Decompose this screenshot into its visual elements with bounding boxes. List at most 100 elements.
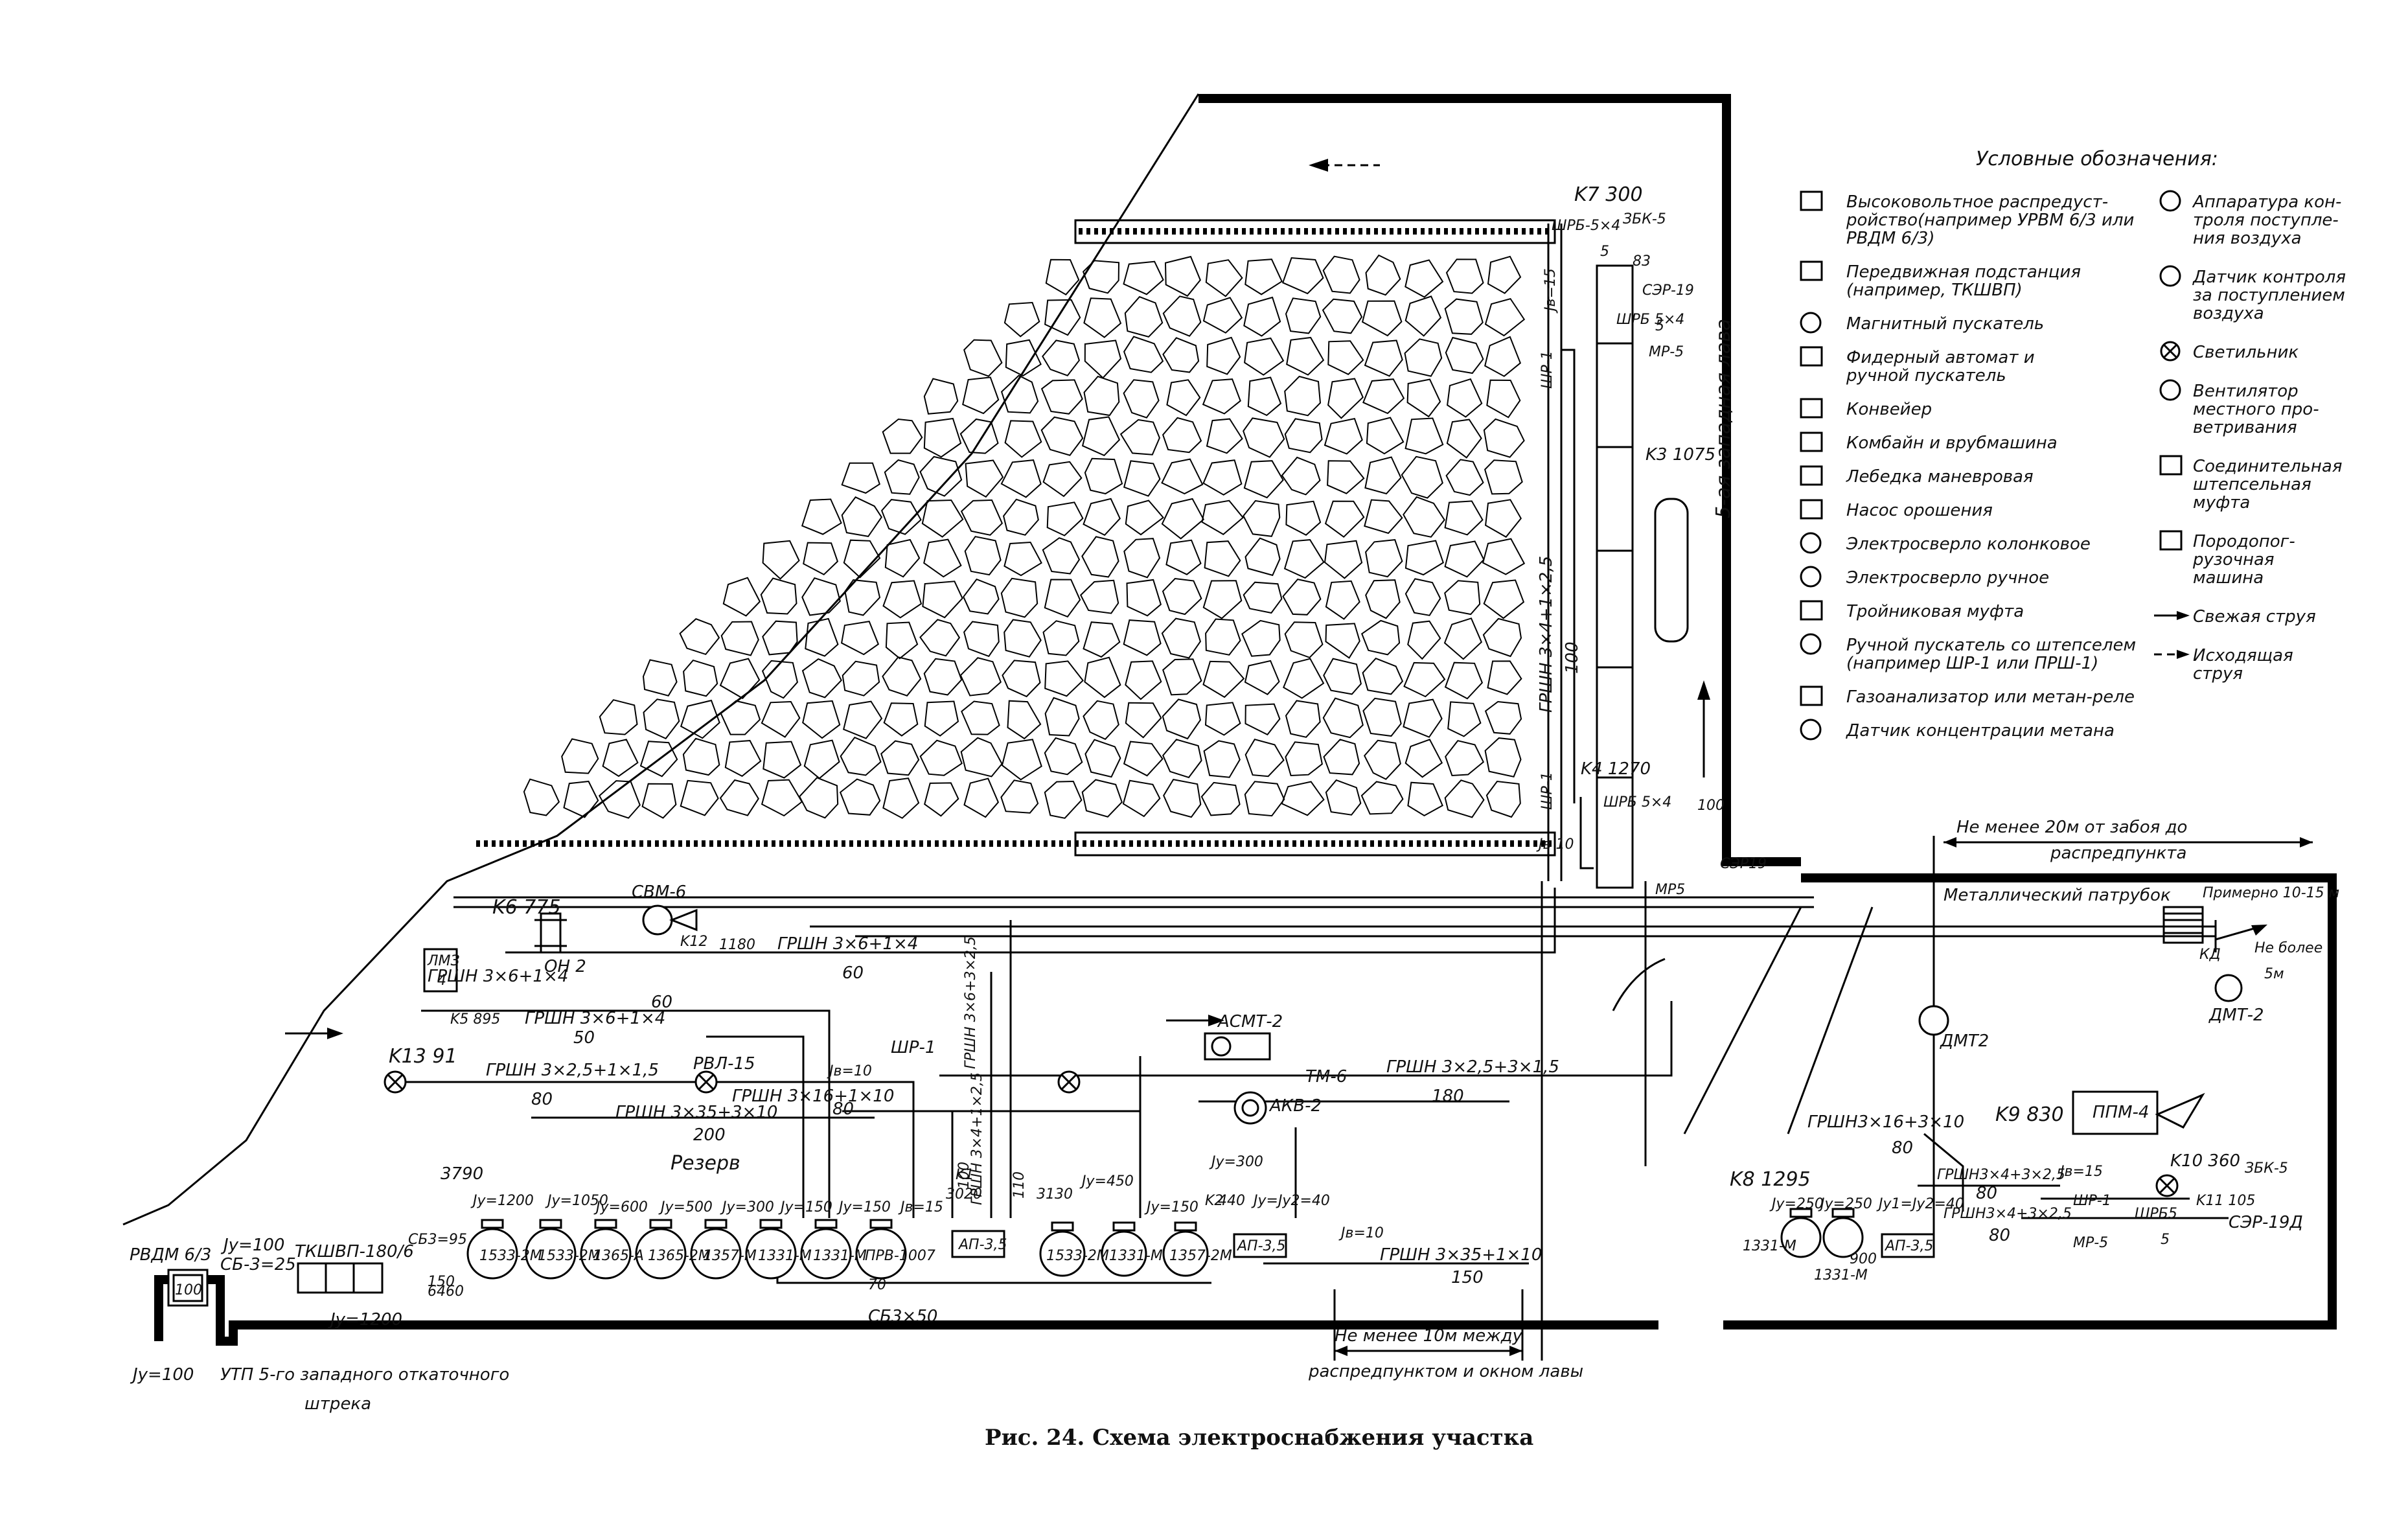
rock-cell xyxy=(1365,254,1401,296)
rock-cell xyxy=(1202,580,1243,619)
rock-cell xyxy=(1323,658,1362,695)
rock-cell xyxy=(1044,737,1083,776)
local-fan-icon xyxy=(2159,379,2181,401)
legend-text: Аппаратура кон- xyxy=(2192,192,2341,212)
rock-cell xyxy=(1162,417,1202,454)
dmt-sensors xyxy=(1918,974,2243,1036)
label-lmz4: 4 xyxy=(437,973,446,989)
rock-cell xyxy=(1444,580,1481,616)
legend-text: муфта xyxy=(2193,493,2250,512)
label-sar19: СЭР-19 xyxy=(1642,282,1694,299)
rock-cell xyxy=(1243,460,1284,499)
label-ap35-c: АП-3,5 xyxy=(1884,1238,1934,1254)
legend-text: ройство(например УРВМ 6/3 или xyxy=(1846,211,2134,230)
fresh-air-arrow xyxy=(1697,680,1710,777)
rock-cell xyxy=(1044,579,1081,618)
rock-cell xyxy=(1244,537,1281,577)
rock-cell xyxy=(1162,577,1202,616)
label-k13: K13 91 xyxy=(389,1045,457,1068)
rock-cell xyxy=(719,779,759,816)
rock-cell xyxy=(805,617,839,657)
rock-cell xyxy=(1284,418,1323,454)
rock-cell xyxy=(844,579,881,616)
rock-cell xyxy=(1243,581,1283,614)
label-k9: K9 830 xyxy=(1995,1103,2064,1126)
label-n80a: 80 xyxy=(531,1090,553,1109)
label-dist1: Не менее 10м между xyxy=(1335,1326,1523,1346)
label-tkshvp: ТКШВП-180/6 xyxy=(295,1242,414,1261)
rock-cell xyxy=(1361,300,1403,337)
rock-cell xyxy=(1404,338,1443,377)
ap35-box-c xyxy=(1881,1233,1935,1258)
winch-icon xyxy=(1800,465,1823,486)
label-rvdm: РВДМ 6/3 xyxy=(130,1245,211,1265)
rock-cell xyxy=(1082,260,1120,294)
legend: Условные обозначения: Высоковольтное рас… xyxy=(1800,148,2346,741)
label-akv: АКВ-2 xyxy=(1268,1096,1322,1116)
rock-cell xyxy=(1001,739,1042,781)
legend-text: Исходящая xyxy=(2193,646,2293,665)
rock-cell xyxy=(1123,619,1162,656)
rock-cell xyxy=(1244,703,1281,736)
rock-cell xyxy=(924,700,959,737)
rock-loader-icon xyxy=(2159,530,2183,551)
rock-cell xyxy=(880,499,922,535)
plug-coupling-icon xyxy=(2159,455,2183,476)
metal-pipe xyxy=(2162,906,2204,944)
rock-cell xyxy=(683,659,718,697)
rock-cell xyxy=(1162,295,1202,337)
legend-text: Датчик концентрации метана xyxy=(1846,721,2115,741)
rock-cell xyxy=(1444,500,1484,536)
rock-cell xyxy=(1164,255,1201,297)
lava-fill-strips xyxy=(476,219,1556,857)
label-on2: ОН 2 xyxy=(544,957,586,976)
rock-cell xyxy=(965,459,1004,498)
label-n6460: 6460 xyxy=(428,1284,464,1300)
rock-cell xyxy=(1044,696,1080,737)
label-k4: K4 1270 xyxy=(1581,759,1651,779)
label-n83: 83 xyxy=(1633,253,1651,270)
rock-cell xyxy=(1122,779,1161,818)
rock-cell xyxy=(1401,455,1443,499)
combine-icon xyxy=(1800,432,1823,452)
lamp-icon xyxy=(1057,1070,1081,1094)
label-rvl15: РВЛ-15 xyxy=(693,1054,755,1074)
rock-cell xyxy=(761,779,803,817)
rock-cell xyxy=(1407,620,1441,660)
air-control-apparatus-icon xyxy=(2159,190,2181,212)
label-lava: 5-ая западная лава xyxy=(1712,319,1735,518)
label-m1365-a: 1365-А xyxy=(593,1248,644,1264)
legend-item: Лебедка маневровая xyxy=(1800,465,2034,487)
label-sb-3-95: СБ3=95 xyxy=(408,1232,467,1248)
rock-cell xyxy=(1364,456,1402,495)
rock-cell xyxy=(1045,259,1080,295)
rock-cell xyxy=(1446,419,1482,459)
rock-cell xyxy=(963,621,1000,658)
tee-coupling-icon xyxy=(1800,600,1823,621)
rock-cell xyxy=(1000,459,1042,498)
label-m1533-b: 1533-2М xyxy=(538,1248,601,1264)
label-iu-eq: Jу=Jу2=40 xyxy=(1251,1193,1330,1209)
rock-cell xyxy=(1447,378,1483,418)
label-approx: Примерно 10-15 м xyxy=(2203,885,2339,901)
label-iu-1200: Jу=1200 xyxy=(327,1310,402,1330)
label-iu-1050: Jу=1050 xyxy=(545,1193,608,1209)
rock-cell xyxy=(1007,700,1042,740)
label-grshn-25-15: ГРШН 3×2,5+3×1,5 xyxy=(1386,1057,1559,1077)
fresh-air-arrow-icon xyxy=(2154,611,2190,620)
rock-cell xyxy=(1161,458,1204,495)
rock-cell xyxy=(1362,658,1404,695)
rock-cell xyxy=(1322,255,1360,294)
label-iu2-40: Jу1=Jу2=40 xyxy=(1876,1196,1964,1212)
label-grshn-35-10-bot: ГРШН 3×35+1×10 xyxy=(1380,1245,1542,1265)
label-jv15b: Jв=15 xyxy=(1542,268,1559,314)
legend-title: Условные обозначения: xyxy=(1976,148,2218,170)
rock-cell xyxy=(798,777,839,819)
label-n70: 70 xyxy=(868,1277,886,1293)
legend-item: Высоковольтное распредуст-ройство(наприм… xyxy=(1800,190,2134,248)
label-mr5c: МР-5 xyxy=(2073,1235,2108,1251)
label-kd: КД xyxy=(2199,947,2221,963)
rock-cell xyxy=(1281,781,1325,816)
